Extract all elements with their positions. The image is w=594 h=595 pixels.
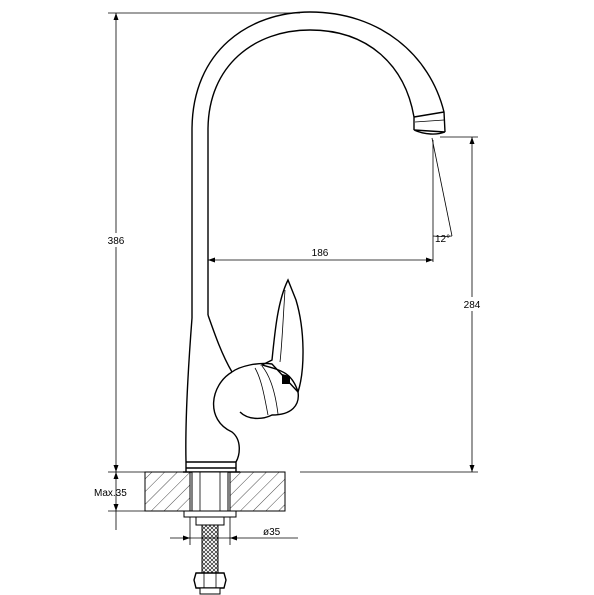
spout-angle-label: 12° [435, 234, 450, 245]
faucet-body [183, 314, 240, 473]
spout-angle-dimension: 12° [431, 137, 453, 245]
countertop-section [144, 471, 286, 512]
faucet-spout [191, 11, 446, 318]
mounting-hardware [183, 471, 237, 595]
hole-diameter-label: ø35 [263, 527, 281, 538]
spout-reach-label: 186 [312, 248, 329, 259]
countertop-thickness-dimension: Max.35 [94, 472, 145, 530]
lever-handle [231, 278, 304, 420]
spout-height-label: 284 [464, 300, 481, 311]
spout-height-dimension: 284 [300, 136, 485, 473]
total-height-label: 386 [108, 236, 125, 247]
countertop-thickness-label: Max.35 [94, 488, 127, 499]
spout-reach-dimension: 186 [208, 140, 434, 263]
total-height-dimension: 386 [103, 12, 300, 473]
